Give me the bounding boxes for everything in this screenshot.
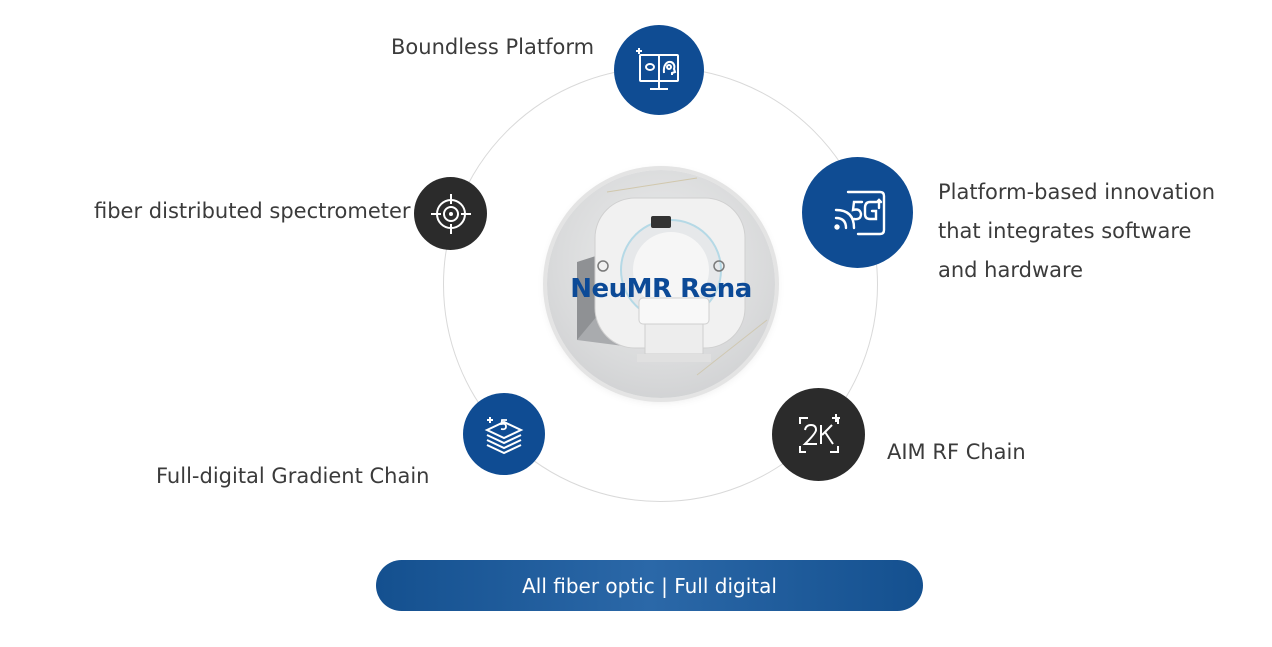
center-title: NeuMR Rena — [570, 274, 752, 304]
gradient-chain-label: Full-digital Gradient Chain — [156, 464, 430, 488]
platform-innovation-label-line-1: Platform-based innovation — [938, 180, 1216, 204]
aim-rf-chain-label: AIM RF Chain — [887, 440, 1026, 464]
2k-resolution-icon — [798, 413, 840, 453]
bottom-banner: All fiber optic | Full digital — [376, 560, 923, 611]
gradient-chain-node — [463, 393, 545, 475]
boundless-platform-label: Boundless Platform — [391, 35, 595, 59]
stacked-layers-5-icon — [484, 417, 524, 455]
platform-innovation-label-line-2: that integrates software — [938, 219, 1192, 243]
target-crosshair-icon — [430, 193, 471, 234]
boundless-platform-node — [614, 25, 704, 115]
center-scanner-image: NeuMR Rena — [547, 170, 775, 398]
platform-innovation-node — [802, 157, 913, 268]
spectrometer-node — [414, 177, 487, 250]
aim-rf-chain-node — [772, 388, 865, 481]
spectrometer-label: fiber distributed spectrometer — [94, 199, 411, 223]
monitor-brain-icon — [636, 48, 679, 90]
banner-text: All fiber optic | Full digital — [522, 573, 777, 598]
5g-signal-icon — [833, 190, 885, 235]
platform-innovation-label-line-3: and hardware — [938, 258, 1084, 282]
mri-scanner-illustration — [577, 177, 768, 376]
